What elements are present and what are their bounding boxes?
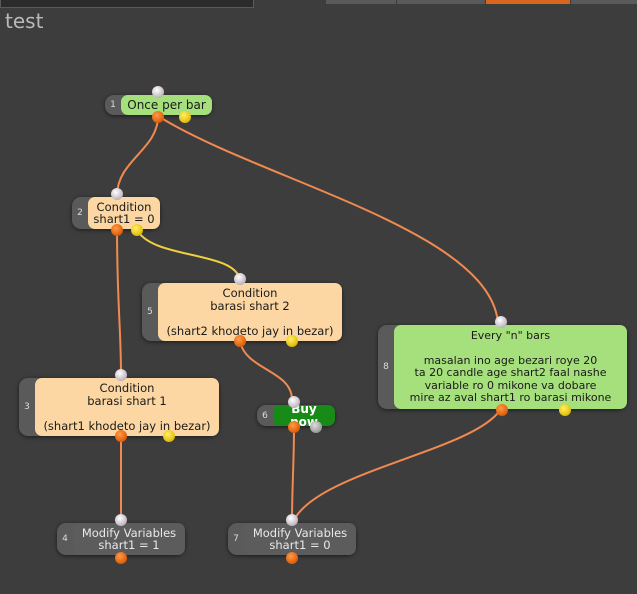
node-condition-shart1[interactable]: 2 Condition shart1 = 0 xyxy=(72,197,160,229)
output-port[interactable] xyxy=(111,224,123,236)
edge-1-8 xyxy=(157,115,499,324)
node-every-n-bars[interactable]: 8 Every "n" bars masalan ino age bezari … xyxy=(378,325,627,409)
node-label: Modify Variables shart1 = 1 xyxy=(73,523,185,555)
node-label: Condition shart1 = 0 xyxy=(88,197,160,229)
node-number: 5 xyxy=(147,307,153,317)
node-modify-variables-1[interactable]: 4 Modify Variables shart1 = 1 xyxy=(57,523,185,555)
edge-8-7 xyxy=(293,406,503,521)
output-port[interactable] xyxy=(286,552,298,564)
edge-2-3 xyxy=(116,228,122,376)
node-label: Every "n" bars masalan ino age bezari ro… xyxy=(394,325,627,409)
input-port[interactable] xyxy=(115,369,127,381)
node-label: Condition barasi shart 2 (shart2 khodeto… xyxy=(158,283,342,341)
output-port-alt[interactable] xyxy=(131,224,143,236)
edge-6-7 xyxy=(291,427,295,521)
output-port-alt[interactable] xyxy=(559,404,571,416)
edge-2-5 xyxy=(135,227,241,281)
output-port[interactable] xyxy=(496,404,508,416)
input-port[interactable] xyxy=(111,188,123,200)
node-number: 7 xyxy=(233,534,239,544)
output-port[interactable] xyxy=(115,552,127,564)
node-number: 4 xyxy=(62,534,68,544)
node-condition-barasi-shart1[interactable]: 3 Condition barasi shart 1 (shart1 khode… xyxy=(19,378,219,436)
input-port[interactable] xyxy=(286,514,298,526)
node-number: 2 xyxy=(77,208,83,218)
output-port-alt[interactable] xyxy=(310,421,322,433)
toolbar-input[interactable] xyxy=(0,0,254,8)
input-port[interactable] xyxy=(115,514,127,526)
node-number: 1 xyxy=(110,100,116,110)
toolbar-tab[interactable] xyxy=(397,0,486,4)
output-port-alt[interactable] xyxy=(163,430,175,442)
output-port[interactable] xyxy=(115,430,127,442)
top-toolbar xyxy=(0,0,637,8)
node-once-per-bar[interactable]: 1 Once per bar xyxy=(105,95,212,115)
node-label: Condition barasi shart 1 (shart1 khodeto… xyxy=(35,378,219,436)
node-number: 6 xyxy=(262,410,268,421)
node-modify-variables-0[interactable]: 7 Modify Variables shart1 = 0 xyxy=(228,523,356,555)
output-port-alt[interactable] xyxy=(179,111,191,123)
node-number: 8 xyxy=(383,362,389,372)
node-label: Buy now xyxy=(273,403,335,428)
output-port-alt[interactable] xyxy=(286,335,298,347)
input-port[interactable] xyxy=(234,273,246,285)
input-port[interactable] xyxy=(495,316,507,328)
output-port[interactable] xyxy=(288,421,300,433)
output-port[interactable] xyxy=(152,111,164,123)
edge-5-6 xyxy=(239,340,293,401)
edge-1-2 xyxy=(116,115,159,197)
toolbar-tab[interactable] xyxy=(326,0,397,4)
toolbar-tab-active[interactable] xyxy=(486,0,571,4)
node-label: Once per bar xyxy=(121,95,212,115)
node-condition-barasi-shart2[interactable]: 5 Condition barasi shart 2 (shart2 khode… xyxy=(142,283,342,341)
input-port[interactable] xyxy=(152,86,164,98)
toolbar-tab[interactable] xyxy=(571,0,637,4)
output-port[interactable] xyxy=(234,335,246,347)
node-number: 3 xyxy=(24,402,30,412)
input-port[interactable] xyxy=(288,396,300,408)
canvas-title: test xyxy=(5,9,44,33)
node-label: Modify Variables shart1 = 0 xyxy=(244,523,356,555)
